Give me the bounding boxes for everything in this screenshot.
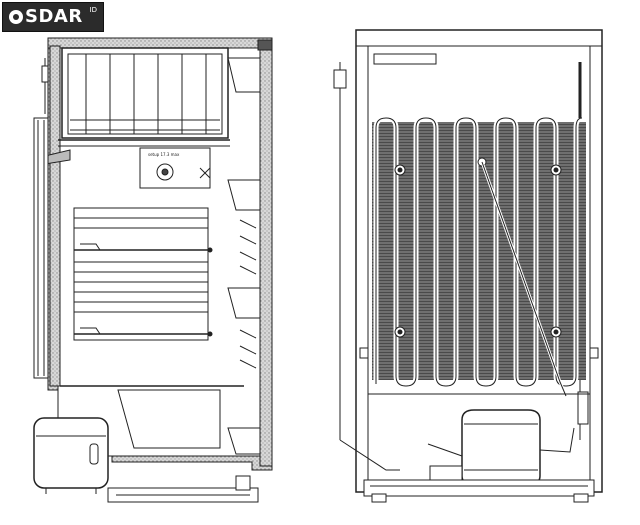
door-panel — [33, 117, 49, 379]
freezer-fins — [70, 54, 220, 134]
condenser-coil — [372, 115, 586, 389]
logo-mark-icon — [9, 10, 23, 24]
rear-compressor — [427, 409, 575, 485]
logo-text: SDAR — [25, 6, 83, 27]
side-section-view: setup 17.3 max — [33, 37, 273, 503]
crisper-drawer — [117, 389, 221, 449]
logo-suffix: ID — [89, 6, 97, 14]
fridge-shelves — [73, 207, 213, 341]
thermostat-knob — [139, 147, 211, 189]
thermostat-label: setup 17.3 max — [148, 152, 180, 157]
side-compressor — [33, 417, 109, 494]
brand-logo: SDAR ID — [2, 2, 104, 32]
side-power-plug — [41, 58, 49, 114]
door-bins — [227, 57, 261, 455]
rear-view — [333, 29, 603, 503]
rating-plate — [373, 53, 437, 65]
rear-power-plug — [333, 62, 400, 471]
filter-drier — [577, 391, 589, 425]
